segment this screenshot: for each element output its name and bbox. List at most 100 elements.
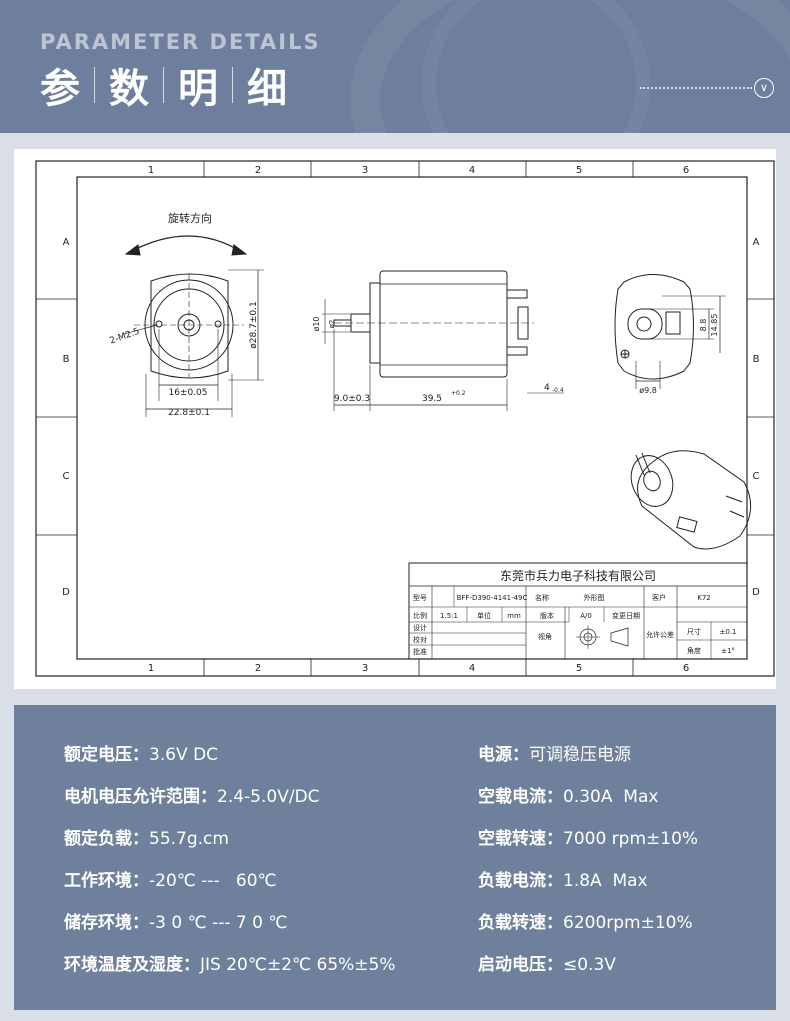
model-value: BFF-D390-4141-49C	[457, 594, 528, 602]
dim-1485: 14.85	[710, 314, 719, 337]
spec-start-voltage: 启动电压：≤0.3V	[478, 950, 616, 975]
spec-value: -20℃ --- 60℃	[149, 871, 277, 891]
outer-frame	[35, 160, 775, 677]
spec-noload-current: 空载电流：0.30A Max	[478, 782, 658, 807]
title-separator	[232, 67, 233, 103]
dim-22: 22.8±0.1	[168, 408, 210, 418]
dim-395-tol: +0.2	[451, 390, 466, 397]
title-block: 东莞市兵力电子科技有限公司 型号 BFF-D390-4141-49C 名称 外形…	[408, 562, 748, 660]
spec-power-supply: 电源：可调稳压电源	[478, 740, 631, 765]
name-label: 名称	[535, 593, 549, 602]
dim-shaft: ø10	[312, 316, 321, 331]
rear-view: 8.8 14.85 ø9.8	[614, 274, 726, 395]
dim-16: 16±0.05	[168, 388, 207, 398]
spec-value: 1.8A Max	[563, 871, 648, 891]
angle-label: 角度	[687, 646, 701, 655]
customer-label: 客户	[652, 593, 666, 602]
dim-shaft2: ø2	[328, 320, 336, 329]
title-char: 数	[109, 66, 149, 112]
dim-9: 9.0±0.3	[334, 394, 370, 404]
title-separator	[94, 67, 95, 103]
col-label: 5	[576, 165, 582, 176]
row-label: A	[63, 237, 70, 248]
spec-value: 6200rpm±10%	[563, 913, 693, 933]
col-label: 5	[576, 663, 582, 674]
isometric-view	[630, 450, 751, 550]
model-label: 型号	[413, 593, 427, 602]
spec-load-current: 负载电流：1.8A Max	[478, 866, 648, 891]
name-value: 外形图	[584, 593, 605, 602]
row-label: D	[62, 587, 70, 598]
title-chinese: 参 数 明 细	[40, 56, 287, 114]
spec-key: 空载电流：	[478, 787, 563, 807]
inner-frame	[76, 176, 748, 660]
unit-value: mm	[507, 612, 521, 620]
col-label: 6	[683, 663, 689, 674]
change-date-label: 变更日期	[612, 611, 640, 620]
spec-voltage-range: 电机电压允许范围：2.4-5.0V/DC	[64, 782, 320, 807]
col-label: 3	[362, 165, 368, 176]
spec-key: 负载电流：	[478, 871, 563, 891]
spec-storage-env: 储存环境：-3 0 ℃ --- 7 0 ℃	[64, 908, 287, 933]
spec-operating-env: 工作环境：-20℃ --- 60℃	[64, 866, 277, 891]
dim-holes: 2-M2.5	[108, 327, 141, 347]
spec-value: 55.7g.cm	[149, 829, 229, 849]
spec-value: -3 0 ℃ --- 7 0 ℃	[149, 913, 288, 933]
grid-ticks	[36, 161, 774, 676]
tolerance-label: 允许公差	[646, 630, 674, 639]
dim-4: 4	[544, 383, 550, 393]
dim-4-tol: -0.4	[552, 387, 564, 394]
dim-88: 8.8	[699, 319, 708, 332]
title-char: 参	[40, 66, 80, 112]
row-label: D	[752, 587, 760, 598]
grid-labels: 1 2 3 4 5 6 1 2 3 4 5 6 A B C D A B C D	[62, 165, 760, 674]
side-view: 9.0±0.3 39.5 +0.2 ø10 ø2 4 -0.4	[312, 270, 564, 411]
front-view: 旋转方向 2-M2.5 16±0.05	[108, 211, 264, 418]
col-label: 1	[148, 663, 154, 674]
row-label: C	[63, 471, 70, 482]
header-decoration-inner	[422, 0, 650, 133]
spec-temp-humidity: 环境温度及湿度：JIS 20℃±2℃ 65%±5%	[64, 950, 396, 975]
row-label: C	[753, 471, 760, 482]
angle-tolerance: ±1°	[721, 647, 735, 655]
spec-key: 环境温度及湿度：	[64, 955, 200, 975]
col-label: 4	[469, 663, 475, 674]
title-char: 明	[178, 66, 218, 112]
header-banner: PARAMETER DETAILS 参 数 明 细 ∨	[0, 0, 790, 133]
size-tolerance: ±0.1	[720, 628, 737, 636]
version-value: A/0	[580, 612, 592, 620]
view-label: 视角	[538, 632, 552, 641]
drawing-svg: 1 2 3 4 5 6 1 2 3 4 5 6 A B C D A B C D	[35, 160, 775, 677]
spec-key: 储存环境：	[64, 913, 149, 933]
size-label: 尺寸	[687, 627, 701, 636]
customer-value: K72	[697, 594, 711, 602]
company-name: 东莞市兵力电子科技有限公司	[500, 568, 656, 583]
col-label: 4	[469, 165, 475, 176]
spec-key: 额定负载：	[64, 829, 149, 849]
chevron-down-icon[interactable]: ∨	[754, 78, 774, 98]
spec-key: 空载转速：	[478, 829, 563, 849]
spec-value: 7000 rpm±10%	[563, 829, 699, 849]
spec-value: 2.4-5.0V/DC	[217, 787, 320, 807]
approve-label: 批准	[413, 647, 427, 656]
technical-drawing: 1 2 3 4 5 6 1 2 3 4 5 6 A B C D A B C D	[14, 149, 776, 689]
spec-value: 可调稳压电源	[529, 745, 631, 765]
title-separator	[163, 67, 164, 103]
rotation-label: 旋转方向	[168, 211, 212, 225]
version-label: 版本	[540, 611, 554, 620]
spec-key: 额定电压：	[64, 745, 149, 765]
unit-label: 单位	[477, 611, 491, 620]
col-label: 6	[683, 165, 689, 176]
spec-value: 3.6V DC	[149, 745, 219, 765]
row-label: B	[753, 354, 760, 365]
scale-value: 1.5:1	[440, 612, 458, 620]
spec-value: ≤0.3V	[563, 955, 616, 975]
dim-287: ø28.7±0.1	[249, 301, 259, 348]
check-label: 校对	[413, 635, 427, 644]
spec-key: 启动电压：	[478, 955, 563, 975]
row-label: A	[753, 237, 760, 248]
spec-noload-speed: 空载转速：7000 rpm±10%	[478, 824, 698, 849]
col-label: 2	[255, 663, 261, 674]
col-label: 2	[255, 165, 261, 176]
